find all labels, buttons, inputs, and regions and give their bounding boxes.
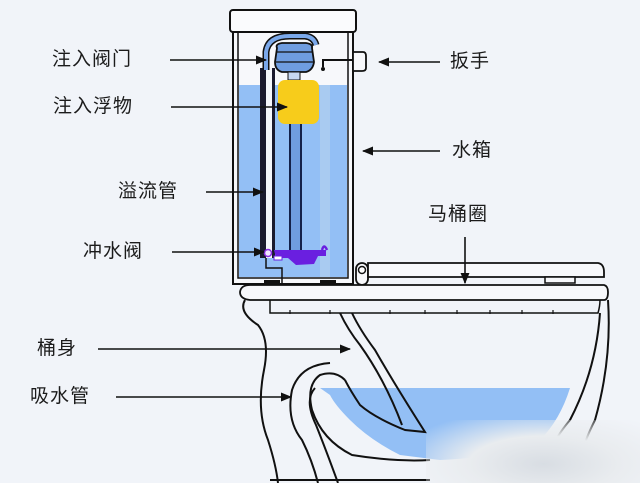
seat-hinge: [355, 262, 369, 286]
label-tank: 水箱: [452, 139, 493, 161]
handle: [321, 51, 367, 72]
label-seat: 马桶圈: [428, 203, 489, 225]
tank-lid: [229, 9, 357, 33]
float-rods: [289, 124, 302, 252]
label-bowl-body: 桶身: [37, 337, 78, 359]
watermark-blur: [426, 420, 640, 483]
label-fill-valve: 注入阀门: [52, 48, 133, 70]
label-overflow-tube: 溢流管: [118, 180, 179, 202]
fill-float: [278, 80, 319, 124]
toilet-seat: [239, 284, 609, 301]
leader-lines: [98, 55, 470, 402]
label-flush-valve: 冲水阀: [83, 240, 144, 262]
fill-valve: [274, 42, 315, 81]
flush-valve: [263, 245, 329, 265]
label-trapway: 吸水管: [30, 385, 91, 407]
label-handle: 扳手: [450, 50, 491, 72]
bowl-body: [242, 299, 610, 483]
overflow-tube: [260, 68, 275, 258]
label-fill-float: 注入浮物: [53, 95, 134, 117]
seat-lid: [367, 262, 605, 278]
